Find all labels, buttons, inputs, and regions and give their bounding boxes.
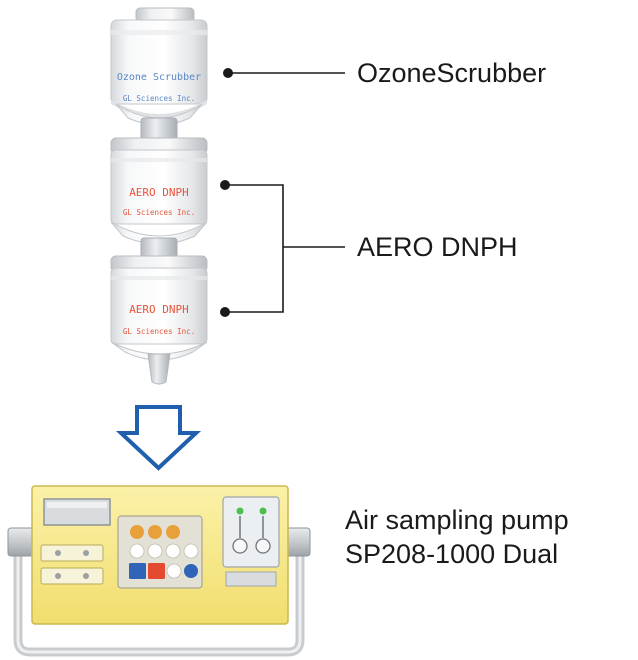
aero-dnph-cartridge-2: AERO DNPH GL Sciences Inc. — [110, 255, 208, 385]
pump-switch-plate-2 — [40, 567, 104, 585]
flow-knob-icon — [255, 538, 271, 554]
keypad-orange-button — [130, 525, 144, 539]
keypad-red-button — [148, 563, 165, 579]
pump-label-line-1: Air sampling pump — [345, 505, 569, 535]
keypad-white-button — [129, 543, 145, 559]
ozone-cartridge-maker-text: GL Sciences Inc. — [123, 94, 195, 103]
dnph-cartridge-1-maker-text: GL Sciences Inc. — [123, 208, 195, 217]
pump-label-line-2: SP208-1000 Dual — [345, 539, 559, 569]
keypad-white-button — [166, 563, 182, 579]
keypad-white-button — [165, 543, 181, 559]
ozone-scrubber-cartridge: Ozone Scrubber GL Sciences Inc. — [110, 7, 208, 126]
led-green-icon — [236, 507, 244, 515]
ozone-cartridge-brand-text: Ozone Scrubber — [117, 72, 201, 83]
keypad-white-button — [147, 543, 163, 559]
flow-knob-icon — [232, 538, 248, 554]
aero-dnph-label: AERO DNPH — [357, 232, 518, 262]
pump-handle — [7, 527, 311, 657]
ozone-scrubber-label: OzoneScrubber — [357, 58, 547, 88]
ozone-leader-line — [223, 68, 345, 78]
dnph-bracket-line — [220, 180, 345, 317]
pump-keypad — [117, 515, 203, 589]
pump-switch-plate-1 — [40, 544, 104, 562]
dnph-cartridge-1-brand-text: AERO DNPH — [129, 186, 189, 199]
dnph-cartridge-2-brand-text: AERO DNPH — [129, 303, 189, 316]
pump-flow-control-panel — [222, 496, 280, 587]
cartridge-connector — [140, 117, 178, 141]
dnph-cartridge-2-maker-text: GL Sciences Inc. — [123, 327, 195, 336]
cartridge-connector — [140, 237, 178, 259]
keypad-blue-round-button — [184, 564, 198, 578]
air-sampling-pump — [7, 485, 311, 657]
keypad-blue-button — [129, 563, 146, 579]
led-green-icon — [259, 507, 267, 515]
flow-arrow-down-icon — [115, 405, 202, 471]
air-sampling-pump-label: Air sampling pump SP208-1000 Dual — [345, 503, 569, 571]
keypad-orange-button — [166, 525, 180, 539]
keypad-orange-button — [148, 525, 162, 539]
pump-label-plate — [225, 571, 277, 587]
keypad-white-button — [183, 543, 199, 559]
aero-dnph-cartridge-1: AERO DNPH GL Sciences Inc. — [110, 137, 208, 245]
